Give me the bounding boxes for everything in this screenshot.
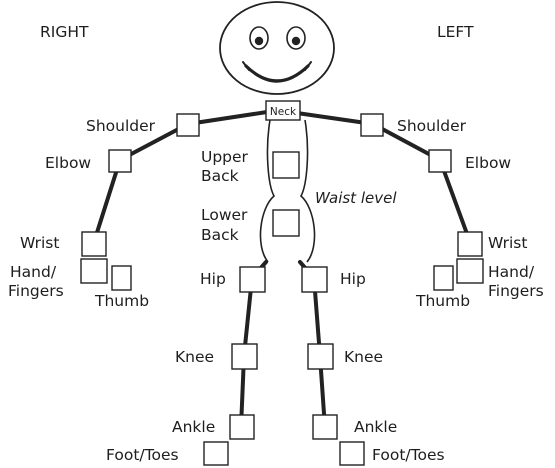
lower-back-checkbox[interactable] <box>273 210 299 236</box>
shoulder-right-label: Shoulder <box>86 117 156 135</box>
hand-right-label-line1: Hand/ <box>10 263 57 281</box>
hip-left-checkbox[interactable] <box>302 267 327 292</box>
knee-right-checkbox[interactable] <box>232 344 257 369</box>
elbow-left-label: Elbow <box>465 154 511 172</box>
neck-label: Neck <box>270 106 297 118</box>
right-side-label: RIGHT <box>40 23 89 41</box>
upper-back-checkbox[interactable] <box>273 152 299 178</box>
hip-left-label: Hip <box>340 270 366 288</box>
elbow-right-checkbox[interactable] <box>109 150 131 172</box>
wrist-left-label: Wrist <box>488 234 527 252</box>
shoulder-left-checkbox[interactable] <box>361 114 383 136</box>
ankle-right-label: Ankle <box>172 418 215 436</box>
ankle-right-checkbox[interactable] <box>230 415 254 439</box>
foot-left-checkbox[interactable] <box>340 442 364 465</box>
lower-back-label-line1: Lower <box>201 206 248 224</box>
ankle-left-checkbox[interactable] <box>313 415 337 439</box>
knee-right-label: Knee <box>175 348 214 366</box>
left-side-label: LEFT <box>437 23 474 41</box>
shoulder-right-checkbox[interactable] <box>177 114 199 136</box>
wrist-left-checkbox[interactable] <box>458 232 482 256</box>
hand-left-checkbox[interactable] <box>457 259 483 283</box>
knee-left-label: Knee <box>344 348 383 366</box>
foot-right-checkbox[interactable] <box>204 442 228 465</box>
wrist-right-label: Wrist <box>20 234 59 252</box>
elbow-left-checkbox[interactable] <box>429 150 451 172</box>
upper-back-label-line2: Back <box>201 167 239 185</box>
wrist-right-checkbox[interactable] <box>82 232 106 256</box>
hip-right-checkbox[interactable] <box>240 267 265 292</box>
neck-checkbox[interactable]: Neck <box>266 101 300 120</box>
thumb-right-label: Thumb <box>94 292 149 310</box>
torso-outline <box>260 120 314 262</box>
knee-left-checkbox[interactable] <box>308 344 333 369</box>
upper-back-label-line1: Upper <box>201 148 249 166</box>
thumb-left-checkbox[interactable] <box>434 266 453 290</box>
hip-right-label: Hip <box>200 270 226 288</box>
smiley-head <box>220 2 334 94</box>
hand-right-checkbox[interactable] <box>81 259 107 283</box>
lower-back-label-line2: Back <box>201 226 239 244</box>
hand-right-label-line2: Fingers <box>8 282 64 300</box>
hand-left-label-line1: Hand/ <box>488 263 535 281</box>
ankle-left-label: Ankle <box>354 418 397 436</box>
foot-left-label: Foot/Toes <box>372 446 445 464</box>
thumb-left-label: Thumb <box>415 292 470 310</box>
waist-level-label: Waist level <box>315 189 397 207</box>
hand-left-label-line2: Fingers <box>488 282 544 300</box>
thumb-right-checkbox[interactable] <box>112 266 131 290</box>
shoulder-left-label: Shoulder <box>397 117 467 135</box>
foot-right-label: Foot/Toes <box>106 446 179 464</box>
elbow-right-label: Elbow <box>45 154 91 172</box>
